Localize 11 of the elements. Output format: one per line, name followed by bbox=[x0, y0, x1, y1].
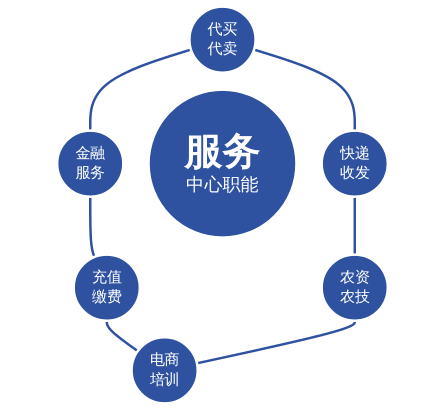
node-circle: 金融服务 bbox=[56, 129, 125, 198]
connector bbox=[106, 320, 138, 352]
connector bbox=[196, 320, 356, 365]
connector bbox=[254, 48, 356, 131]
connector bbox=[89, 48, 192, 131]
node-circle: 农资农技 bbox=[320, 253, 390, 322]
node-circle: 充值缴费 bbox=[72, 253, 142, 322]
connector bbox=[89, 196, 96, 258]
node-circle: 代买代卖 bbox=[188, 5, 257, 74]
connector bbox=[354, 196, 356, 255]
node-circle: 电商培训 bbox=[130, 336, 199, 405]
